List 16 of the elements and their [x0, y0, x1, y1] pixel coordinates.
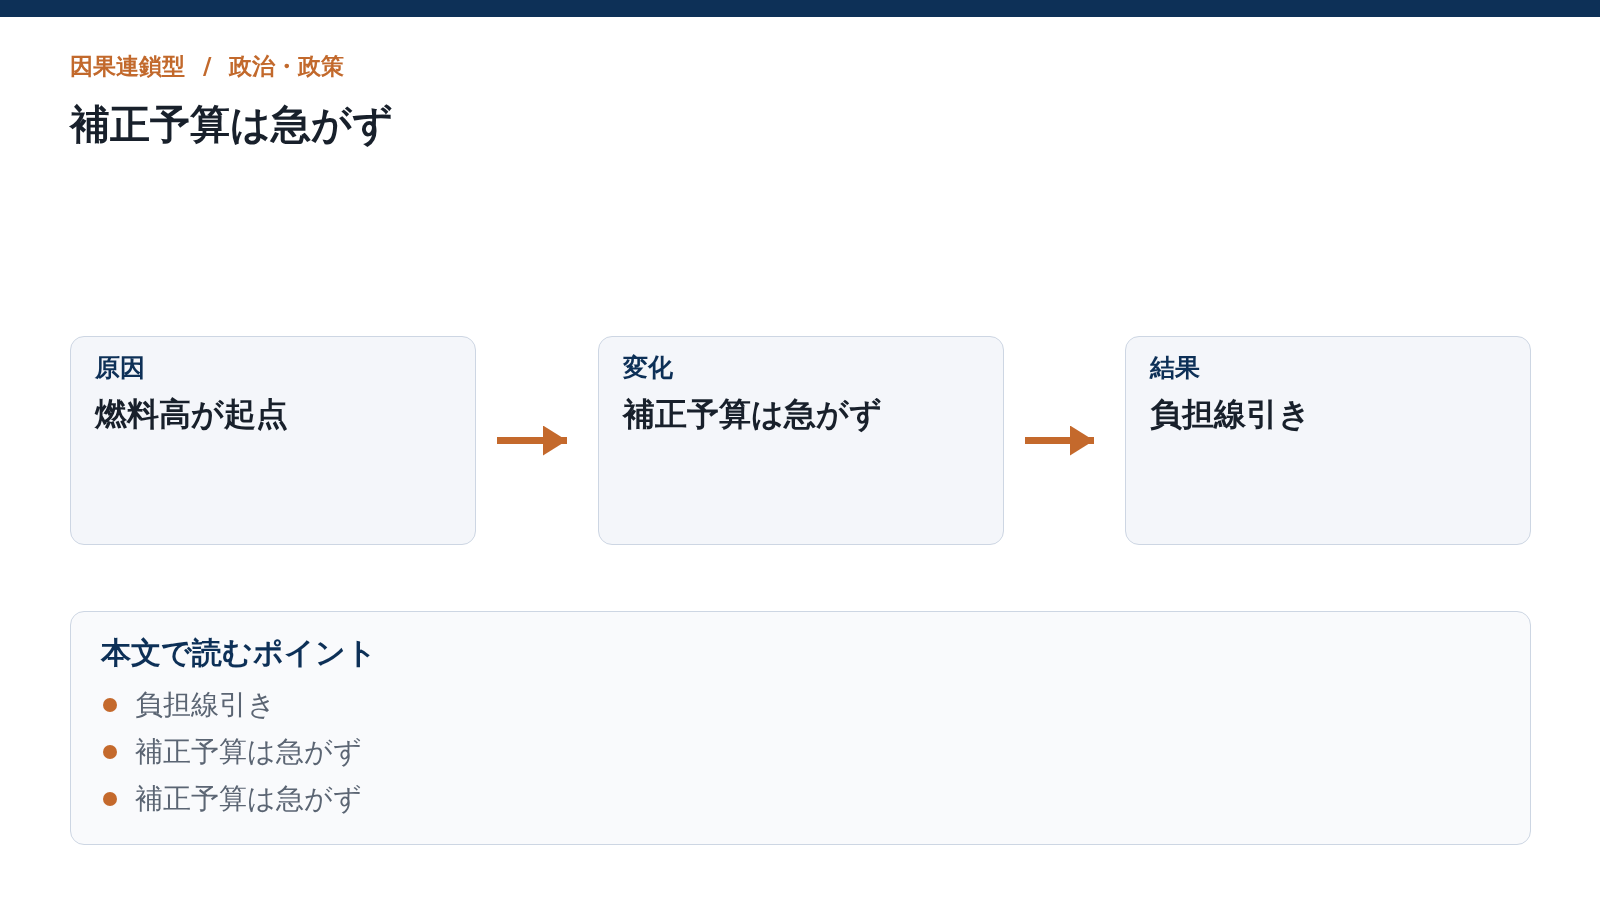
step-text: 補正予算は急がず [623, 394, 882, 435]
step-label: 原因 [95, 353, 145, 383]
breadcrumb: 因果連鎖型 / 政治・政策 [70, 52, 345, 81]
step-label: 変化 [623, 353, 673, 383]
step-text: 燃料高が起点 [95, 394, 288, 435]
step-card [598, 336, 1004, 545]
step-label: 結果 [1150, 353, 1200, 383]
page-title: 補正予算は急がず [70, 100, 393, 149]
step-card [70, 336, 476, 545]
points-panel [70, 611, 1531, 845]
step-text: 負担線引き [1150, 394, 1311, 435]
panel-heading: 本文で読むポイント [101, 634, 377, 672]
step-card [1125, 336, 1531, 545]
bullet-text: 負担線引き [135, 686, 276, 723]
bullet-text: 補正予算は急がず [135, 780, 362, 817]
bullet-text: 補正予算は急がず [135, 733, 362, 770]
